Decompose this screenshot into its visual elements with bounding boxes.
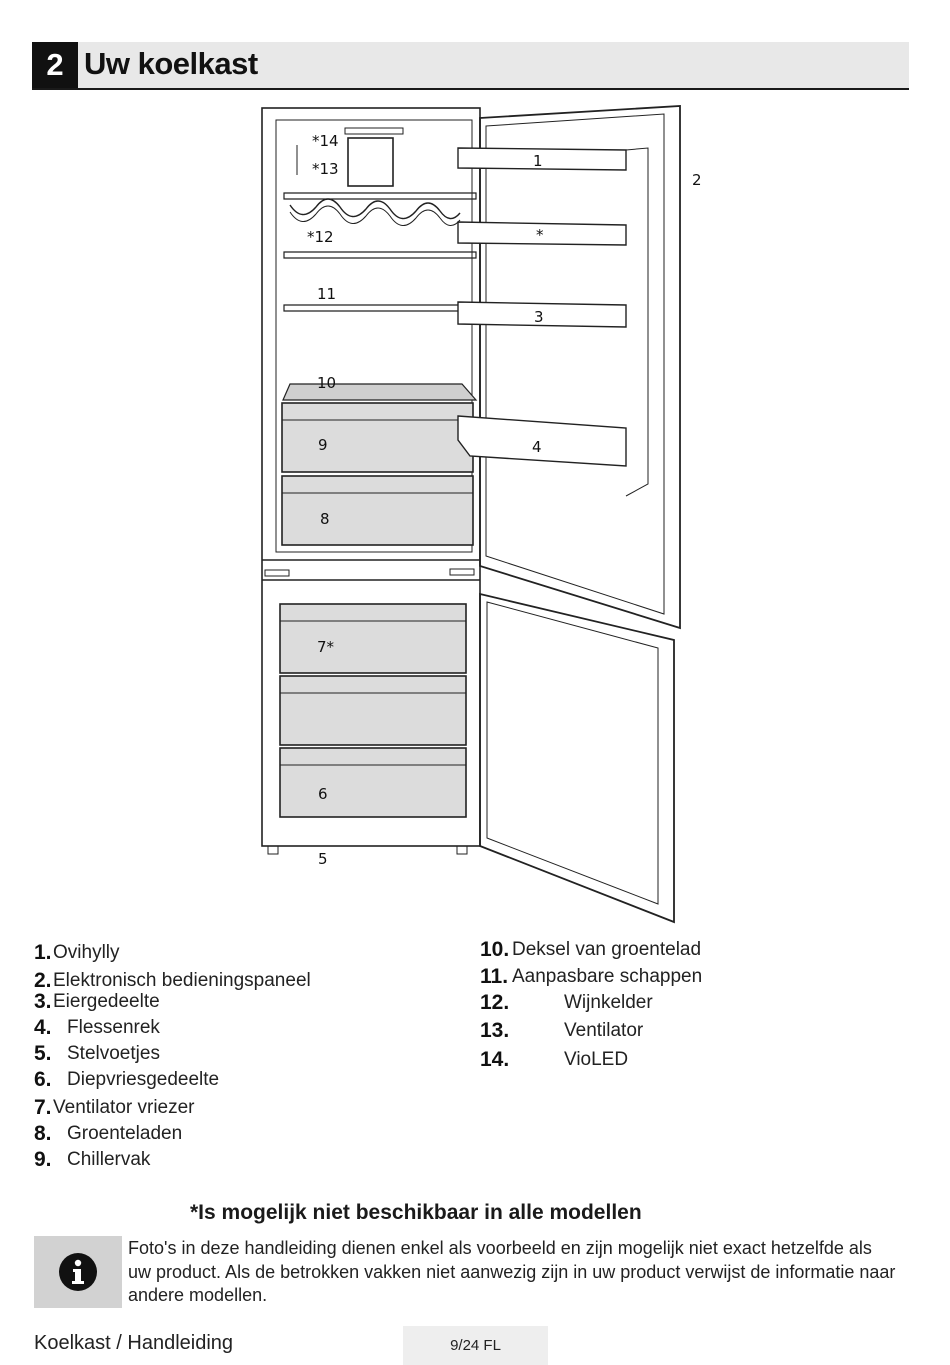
shelf bbox=[283, 304, 477, 312]
label-7: 7* bbox=[317, 638, 335, 656]
info-icon bbox=[59, 1253, 97, 1291]
info-text: Foto's in deze handleiding dienen enkel … bbox=[128, 1238, 896, 1305]
label-5: 5 bbox=[318, 850, 328, 868]
legend-text: Ovihylly bbox=[53, 942, 120, 963]
legend-num: 8. bbox=[34, 1122, 52, 1145]
drawer-chiller bbox=[281, 402, 474, 473]
label-9: 9 bbox=[318, 436, 328, 454]
chapter-header: 2 Uw koelkast bbox=[32, 42, 909, 90]
label-6: 6 bbox=[318, 785, 328, 803]
legend-item: 1.Ovihylly bbox=[34, 941, 120, 965]
legend-text: Stelvoetjes bbox=[67, 1043, 160, 1064]
legend-item: 4. Flessenrek bbox=[34, 1016, 160, 1040]
availability-note: *Is mogelijk niet beschikbaar in alle mo… bbox=[190, 1201, 642, 1224]
drawer-vegetable bbox=[281, 475, 474, 546]
legend-num: 2. bbox=[34, 969, 52, 992]
legend-item: 7.Ventilator vriezer bbox=[34, 1096, 195, 1120]
legend-num: 7. bbox=[34, 1096, 52, 1119]
legend-item: 6. Diepvriesgedeelte bbox=[34, 1068, 219, 1092]
legend-text: Eiergedeelte bbox=[53, 991, 160, 1012]
legend-item: 5. Stelvoetjes bbox=[34, 1042, 160, 1066]
legend-num: 13. bbox=[480, 1019, 510, 1042]
control-panel bbox=[449, 568, 475, 576]
chapter-number: 2 bbox=[32, 42, 78, 88]
legend-num: 10. bbox=[480, 938, 510, 961]
freezer-door bbox=[479, 592, 675, 924]
door-shelf bbox=[457, 147, 627, 171]
legend-text: Wijnkelder bbox=[564, 992, 653, 1013]
legend-num: 12. bbox=[480, 991, 510, 1014]
label-12: *12 bbox=[307, 228, 334, 246]
legend-item: 2.Elektronisch bedieningspaneel bbox=[34, 969, 311, 993]
page-number: 9/24 FL bbox=[403, 1326, 548, 1365]
legend-text: Aanpasbare schappen bbox=[512, 966, 703, 987]
legend-num: 3. bbox=[34, 990, 52, 1013]
legend-text: Flessenrek bbox=[67, 1017, 160, 1038]
legend-text: Deksel van groentelad bbox=[512, 939, 702, 960]
legend-num: 5. bbox=[34, 1042, 52, 1065]
legend-num: 14. bbox=[480, 1048, 510, 1071]
label-4: 4 bbox=[532, 438, 542, 456]
legend-text: Ventilator vriezer bbox=[53, 1097, 195, 1118]
door-shelf bbox=[457, 221, 627, 246]
freezer-drawer bbox=[279, 603, 467, 674]
label-8: 8 bbox=[320, 510, 330, 528]
bottle-rack bbox=[457, 415, 627, 467]
freezer-drawer bbox=[279, 747, 467, 818]
label-13: *13 bbox=[312, 160, 339, 178]
label-1: 1 bbox=[533, 152, 543, 170]
legend-item: 12. Wijnkelder bbox=[480, 991, 653, 1015]
info-box bbox=[34, 1236, 122, 1308]
legend-item: 14. VioLED bbox=[480, 1048, 628, 1072]
legend-item: 11.Aanpasbare schappen bbox=[480, 965, 702, 989]
label-14: *14 bbox=[312, 132, 339, 150]
fridge-diagram: *14 *13 *12 11 10 9 8 7* 6 5 1 * 3 4 2 bbox=[261, 105, 702, 924]
legend-item: 13. Ventilator bbox=[480, 1019, 643, 1043]
legend-text: Elektronisch bedieningspaneel bbox=[53, 970, 311, 991]
legend-num: 9. bbox=[34, 1148, 52, 1171]
crisper-cover bbox=[282, 383, 478, 401]
legend-item: 3.Eiergedeelte bbox=[34, 990, 160, 1014]
label-10: 10 bbox=[317, 374, 336, 392]
legend-text: VioLED bbox=[564, 1049, 629, 1070]
legend-text: Diepvriesgedeelte bbox=[67, 1069, 220, 1090]
legend-text: Chillervak bbox=[67, 1149, 151, 1170]
legend-item: 8. Groenteladen bbox=[34, 1122, 182, 1146]
label-3: 3 bbox=[534, 308, 544, 326]
legend-num: 11. bbox=[480, 965, 509, 988]
legend-text: Groenteladen bbox=[67, 1123, 183, 1144]
fan-unit bbox=[347, 137, 394, 187]
legend-item: 10.Deksel van groentelad bbox=[480, 938, 701, 962]
legend-num: 1. bbox=[34, 941, 52, 964]
label-star: * bbox=[536, 226, 544, 244]
wine-rack bbox=[283, 192, 477, 200]
label-11: 11 bbox=[317, 285, 336, 303]
page-title: Uw koelkast bbox=[84, 46, 258, 81]
freezer-drawer bbox=[279, 675, 467, 746]
door-shelf bbox=[457, 301, 627, 328]
fridge-door bbox=[479, 105, 681, 630]
footer-title: Koelkast / Handleiding bbox=[34, 1332, 234, 1354]
label-2: 2 bbox=[692, 171, 702, 189]
legend-item: 9. Chillervak bbox=[34, 1148, 150, 1172]
shelf bbox=[283, 251, 477, 259]
legend-text: Ventilator bbox=[564, 1020, 644, 1041]
legend-num: 4. bbox=[34, 1016, 52, 1039]
legend-num: 6. bbox=[34, 1068, 52, 1091]
